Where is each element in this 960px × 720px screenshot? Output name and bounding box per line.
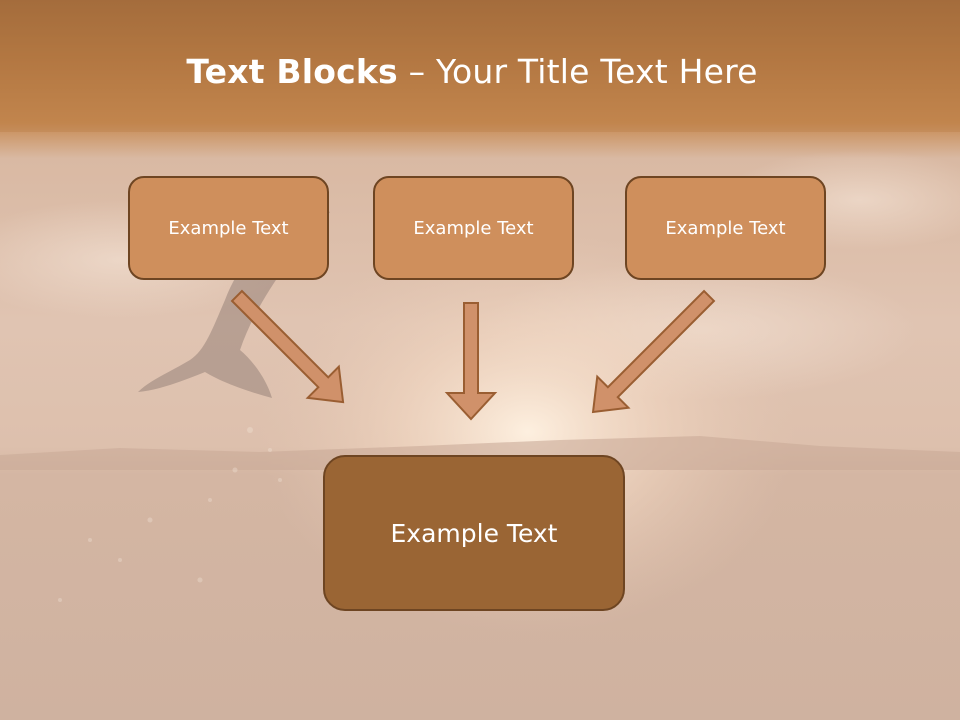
text-block-left-label: Example Text — [168, 217, 289, 239]
text-block-left[interactable]: Example Text — [128, 176, 329, 280]
text-block-center[interactable]: Example Text — [373, 176, 574, 280]
arrow-center-down — [444, 302, 498, 421]
text-block-bottom[interactable]: Example Text — [323, 455, 625, 611]
text-block-center-label: Example Text — [413, 217, 534, 239]
slide-title: Text Blocks – Your Title Text Here — [0, 52, 944, 91]
text-block-right-label: Example Text — [665, 217, 786, 239]
text-block-right[interactable]: Example Text — [625, 176, 826, 280]
title-bold: Text Blocks — [186, 52, 398, 91]
text-block-bottom-label: Example Text — [390, 518, 558, 548]
arrow-left-diagonal — [230, 289, 345, 404]
arrow-right-diagonal — [591, 289, 716, 414]
title-rest: Your Title Text Here — [435, 52, 758, 91]
title-dash: – — [397, 52, 436, 91]
